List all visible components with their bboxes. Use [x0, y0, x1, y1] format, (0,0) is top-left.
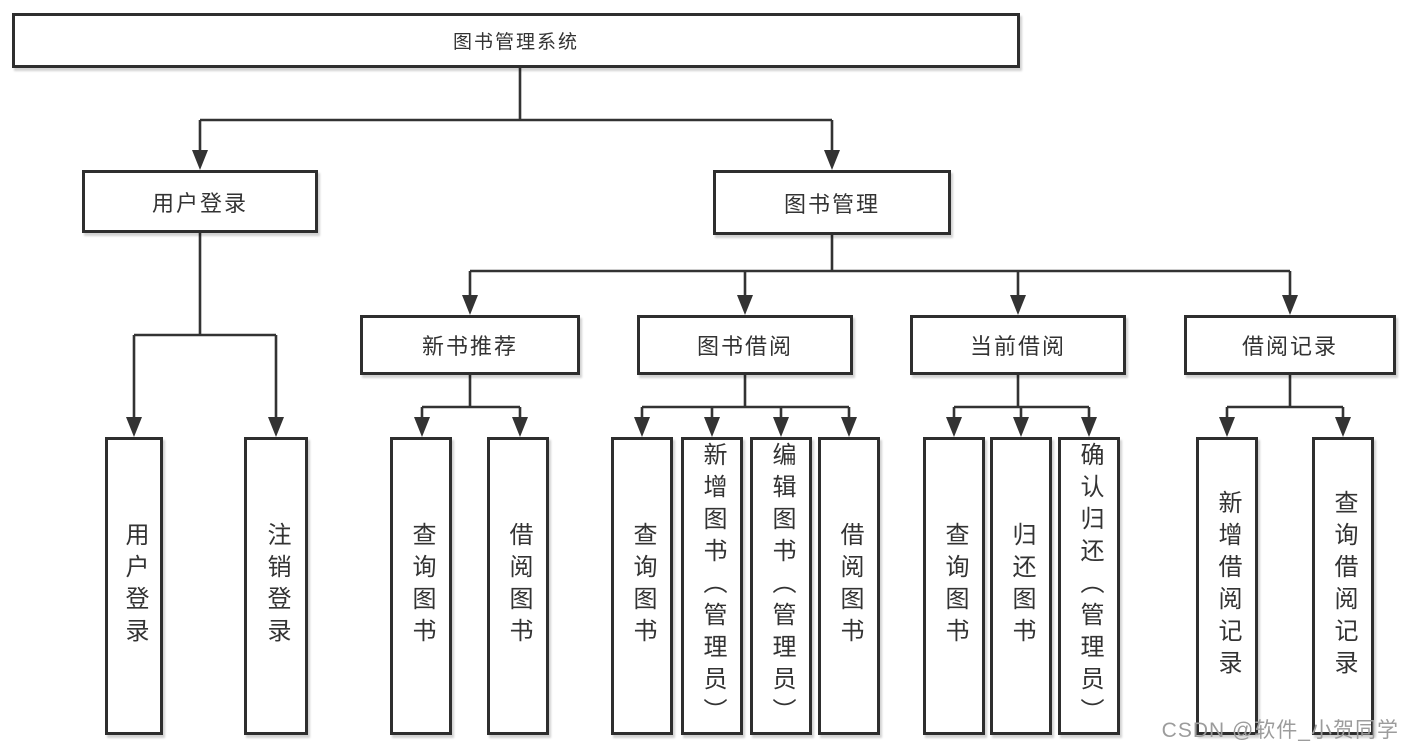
node-leaf-query-books-current: 查询图书	[923, 437, 985, 735]
watermark: CSDN @软件_小贺同学	[1161, 719, 1399, 742]
node-borrowing-records: 借阅记录	[1184, 315, 1396, 375]
node-leaf-confirm-return-admin: 确认归还（管理员）	[1058, 437, 1120, 735]
node-label: 注销登录	[263, 522, 290, 650]
node-new-book-recommendation: 新书推荐	[360, 315, 580, 375]
node-leaf-add-books-admin: 新增图书（管理员）	[681, 437, 743, 735]
node-leaf-logout: 注销登录	[244, 437, 308, 735]
node-leaf-borrow-books-borrowing: 借阅图书	[818, 437, 880, 735]
node-leaf-add-borrow-record: 新增借阅记录	[1196, 437, 1258, 735]
node-label: 图书管理系统	[452, 32, 579, 53]
node-leaf-user-login: 用户登录	[105, 437, 163, 735]
node-label: 查询借阅记录	[1330, 490, 1357, 682]
node-label: 用户登录	[121, 522, 148, 650]
node-label: 借阅图书	[836, 522, 863, 650]
node-label: 归还图书	[1008, 522, 1035, 650]
node-label: 图书借阅	[696, 334, 793, 359]
node-label: 查询图书	[629, 522, 656, 650]
node-label: 新增图书（管理员）	[699, 442, 726, 730]
node-label: 当前借阅	[969, 334, 1066, 359]
node-leaf-return-books: 归还图书	[990, 437, 1052, 735]
node-label: 用户登录	[151, 190, 248, 216]
node-leaf-query-books-newbook: 查询图书	[390, 437, 452, 735]
node-leaf-edit-books-admin: 编辑图书（管理员）	[750, 437, 812, 735]
node-book-management: 图书管理	[713, 170, 951, 235]
node-current-borrowing: 当前借阅	[910, 315, 1126, 375]
node-library-management-system: 图书管理系统	[12, 13, 1020, 68]
node-label: 图书管理	[783, 191, 880, 217]
node-leaf-borrow-books-newbook: 借阅图书	[487, 437, 549, 735]
node-leaf-query-borrow-record: 查询借阅记录	[1312, 437, 1374, 735]
node-user-login: 用户登录	[82, 170, 318, 233]
node-leaf-query-books-borrowing: 查询图书	[611, 437, 673, 735]
node-book-borrowing: 图书借阅	[637, 315, 853, 375]
node-label: 编辑图书（管理员）	[768, 442, 795, 730]
node-label: 借阅记录	[1241, 334, 1338, 359]
node-label: 新增借阅记录	[1214, 490, 1241, 682]
node-label: 确认归还（管理员）	[1076, 442, 1103, 730]
node-label: 查询图书	[408, 522, 435, 650]
node-label: 借阅图书	[505, 522, 532, 650]
node-label: 查询图书	[941, 522, 968, 650]
node-label: 新书推荐	[421, 334, 518, 359]
